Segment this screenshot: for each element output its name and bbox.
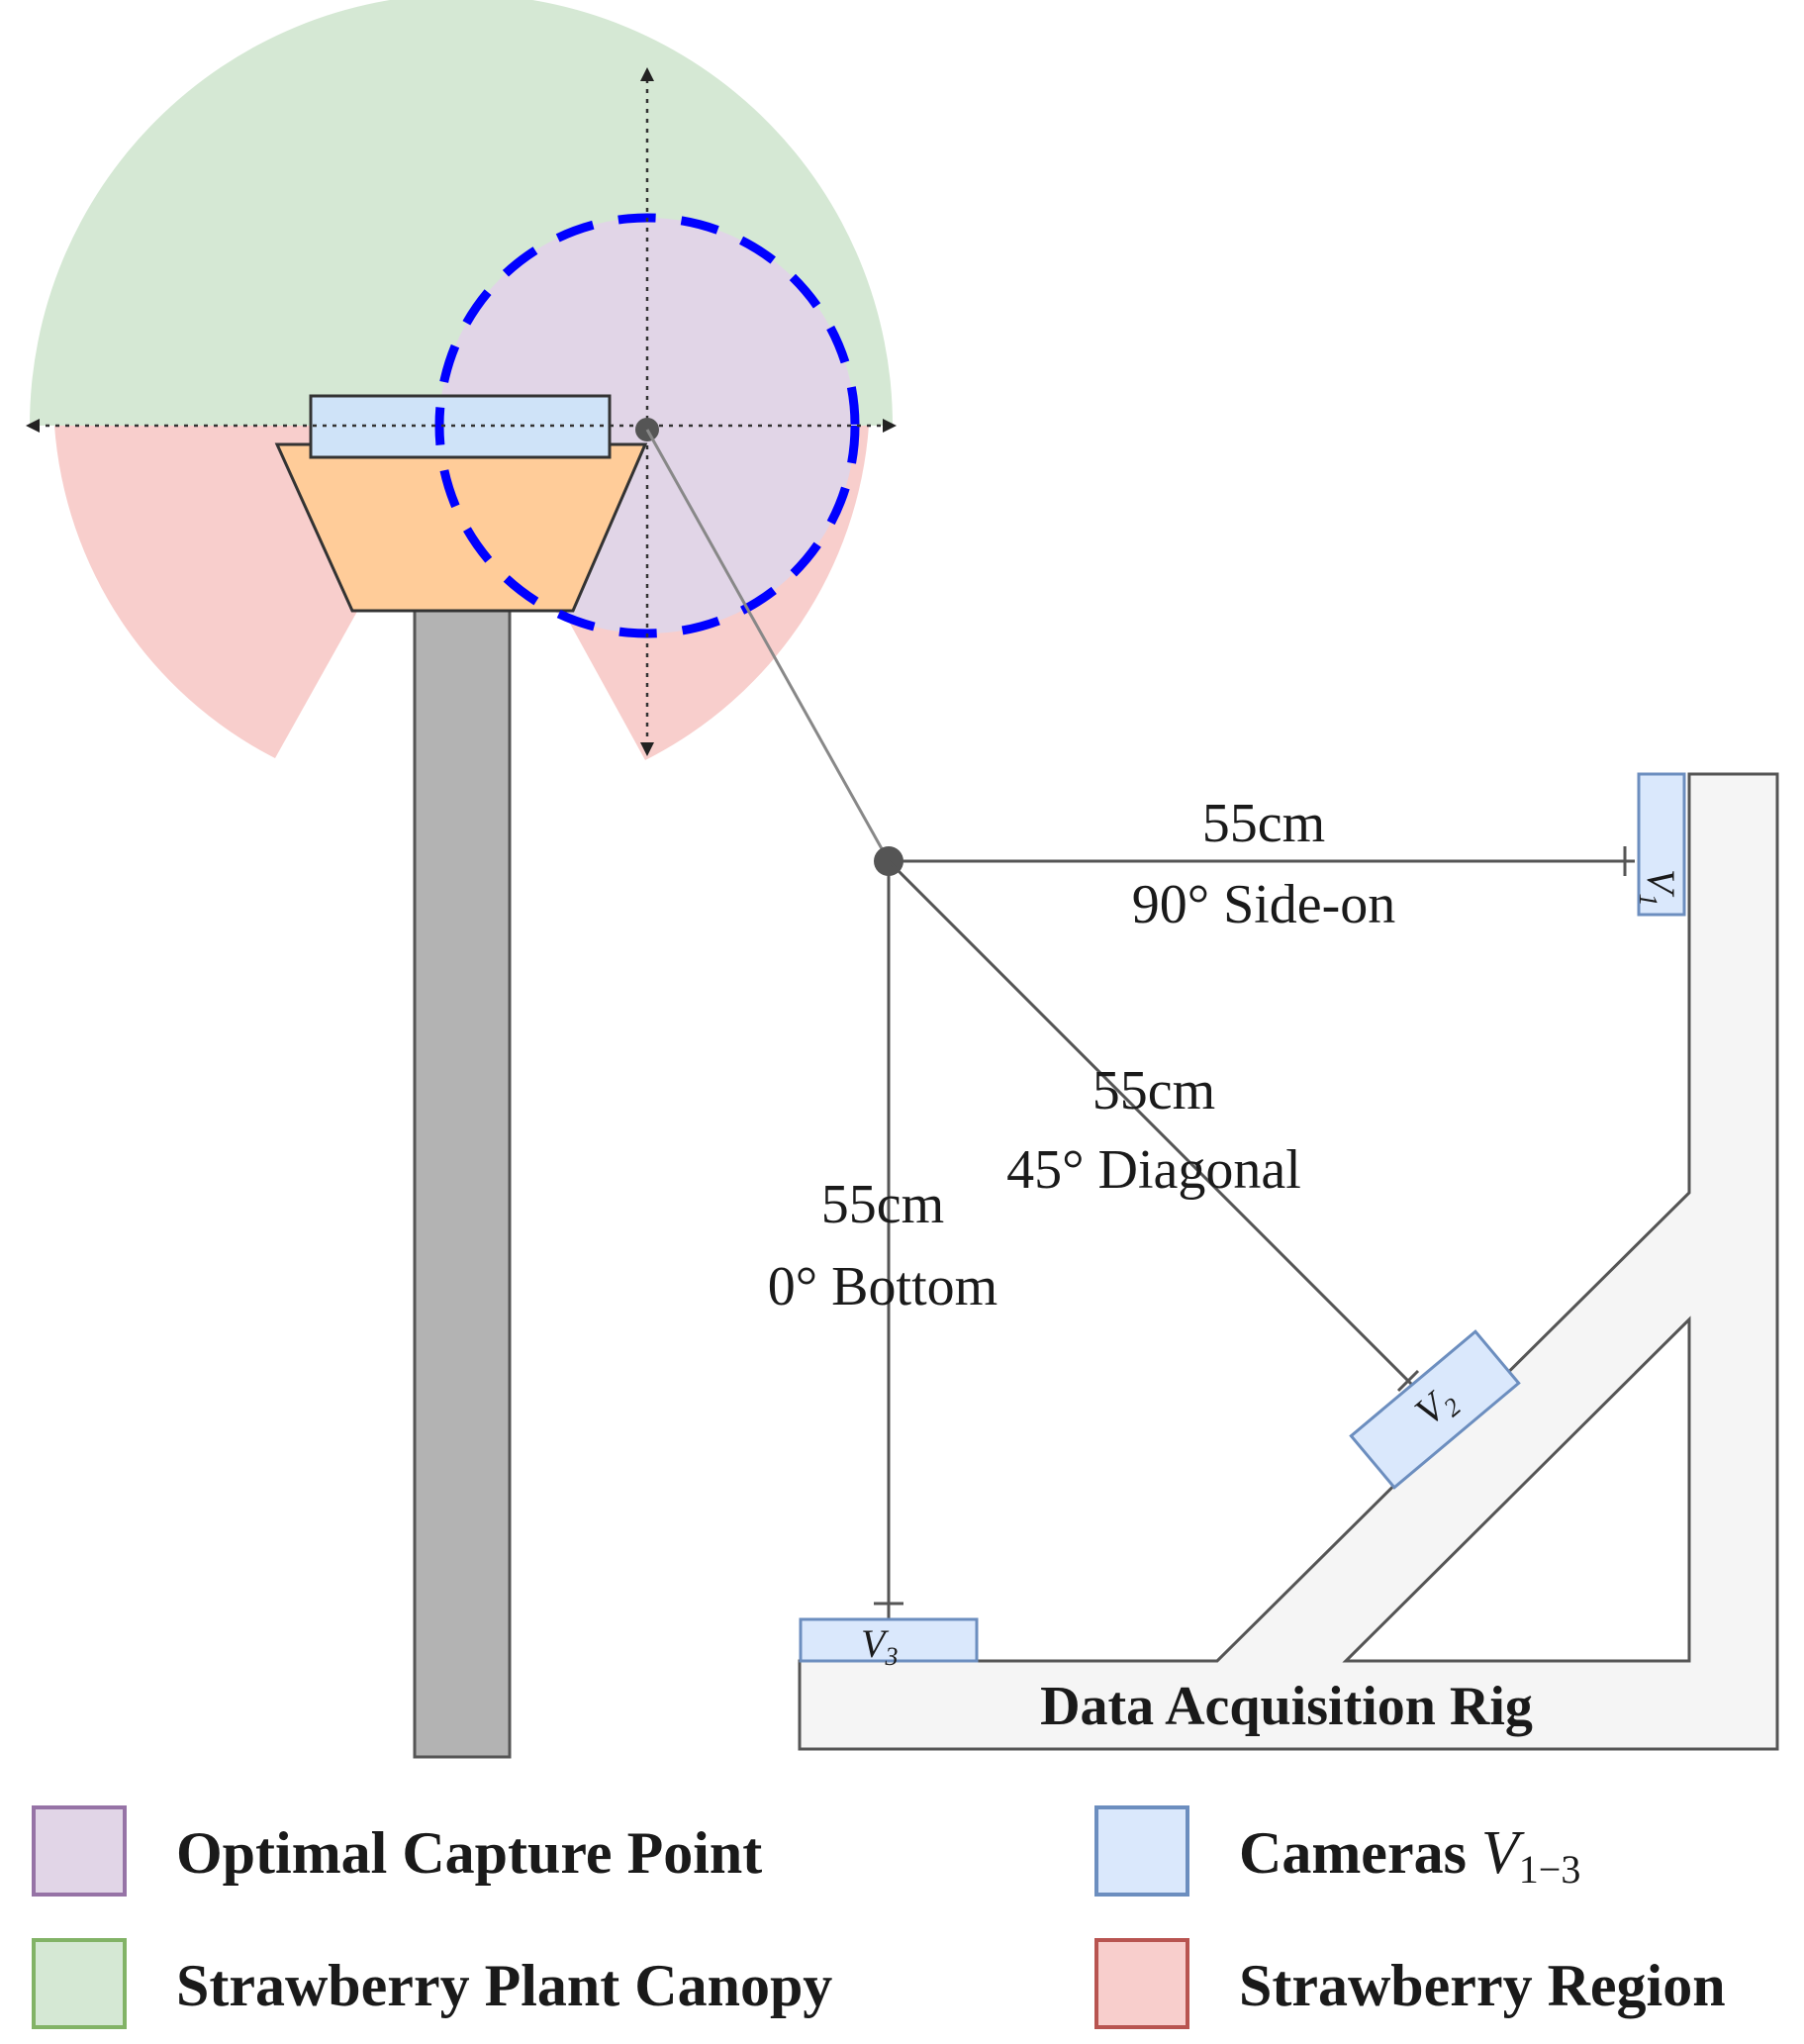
- up-arrow-head: [640, 67, 654, 81]
- legend-label-cameras: Cameras V1−3: [1239, 1819, 1580, 1892]
- bottom-angle-label: 0° Bottom: [768, 1256, 997, 1317]
- diagonal-measure-line: [887, 859, 1420, 1393]
- camera-v3: [799, 1617, 979, 1663]
- legend-label-optimal: Optimal Capture Point: [176, 1820, 762, 1886]
- legend-label-canopy: Strawberry Plant Canopy: [176, 1953, 832, 2018]
- camera-v1: [1637, 772, 1686, 917]
- side-angle-label: 90° Side-on: [1132, 874, 1396, 935]
- legend-label-region: Strawberry Region: [1239, 1953, 1726, 2018]
- side-distance-label: 55cm: [1202, 793, 1325, 854]
- rig-label: Data Acquisition Rig: [1040, 1676, 1533, 1737]
- diagonal-distance-label: 55cm: [1092, 1060, 1215, 1121]
- center-connector-line: [645, 429, 891, 862]
- legend-swatch-canopy: [32, 1938, 127, 2029]
- legend: Optimal Capture Point Cameras V1−3 Straw…: [32, 1805, 1726, 2029]
- legend-swatch-cameras: [1094, 1805, 1189, 1897]
- plant-stem: [413, 607, 512, 1759]
- legend-swatch-region: [1094, 1938, 1189, 2029]
- legend-swatch-optimal: [32, 1805, 127, 1897]
- pot-camera-box: [309, 394, 612, 459]
- left-arrow-head: [26, 419, 40, 433]
- camera-v2: V2: [1349, 1329, 1521, 1490]
- down-arrow-head: [640, 742, 654, 756]
- diagonal-measure-tick: [1396, 1369, 1420, 1393]
- camera-v1-label: V1: [1634, 869, 1683, 906]
- bottom-distance-label: 55cm: [821, 1174, 944, 1235]
- diagonal-angle-label: 45° Diagonal: [1006, 1139, 1301, 1201]
- camera-v3-label: V3: [861, 1621, 898, 1671]
- data-acquisition-rig: [798, 772, 1779, 1751]
- right-arrow-head: [883, 419, 897, 433]
